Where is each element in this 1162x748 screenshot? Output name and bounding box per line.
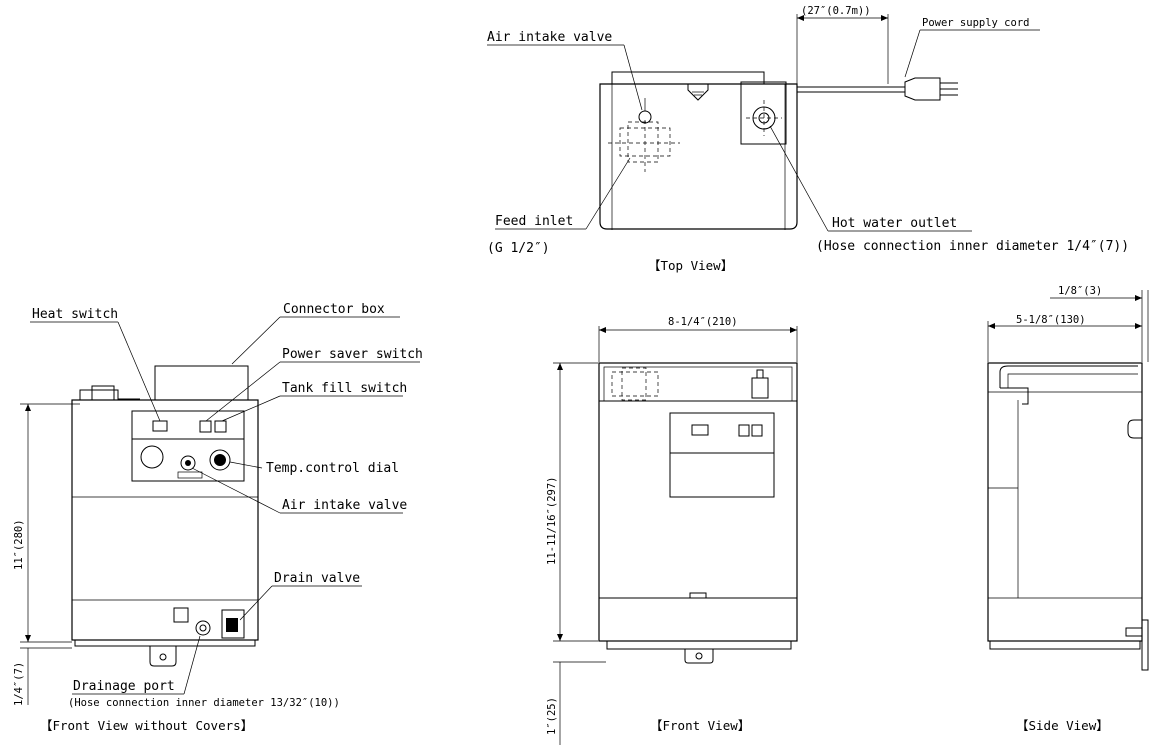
front-bottom-dim: 1″(25) [546,697,558,735]
feed-inlet-size: (G 1/2″) [487,241,550,256]
top-view-caption: 【Top View】 [648,258,733,273]
side-offset-dim: 1/8″(3) [1058,285,1102,297]
top-view-fill-port [687,84,709,101]
hot-water-outlet-box [740,81,787,145]
top-air-intake-valve-label: Air intake valve [487,30,612,45]
side-view: 5-1/8″(130) 1/8″(3) 【Side View】 [987,285,1149,733]
feed-inlet-label: Feed inlet [495,214,573,229]
side-view-caption: 【Side View】 [1016,718,1109,733]
panel-gauge [140,445,164,469]
hot-water-outlet-label: Hot water outlet [832,216,957,231]
control-panel-bottom [131,438,245,482]
top-view: (27″(0.7m)) Power supply cord Air intake… [487,5,1129,273]
front-view-body [598,362,798,642]
temp-control-dial [209,449,231,471]
front-height-dim: 11-11/16″(297) [546,476,558,565]
drain-valve-body [221,609,245,639]
temp-control-dial-label: Temp.control dial [266,461,399,476]
power-plug [904,77,941,101]
tank-fill-switch-rect [214,420,227,433]
air-intake-valve-knob-front [180,455,196,471]
front-feed-inlet-hidden [611,371,659,397]
power-supply-cord-label: Power supply cord [922,17,1029,29]
label-plate [173,607,189,623]
side-view-body [987,362,1143,642]
drainage-port-circle [195,620,211,636]
front-air-intake-valve-label: Air intake valve [282,498,407,513]
heat-switch-label: Heat switch [32,307,118,322]
connector-box-label: Connector box [283,302,385,317]
unit-body-no-covers [71,399,259,641]
cord-length-dim: (27″(0.7m)) [801,5,871,17]
front-no-cover-caption: 【Front View without Covers】 [40,718,253,733]
drain-valve-label: Drain valve [274,571,360,586]
mounting-bracket [149,646,177,667]
side-depth-dim: 5-1/8″(130) [1016,314,1086,326]
front-view-no-covers: 11″(280) 1/4″(7) Connector box Heat swit… [13,302,423,733]
no-cover-height-dim: 11″(280) [13,519,25,570]
top-view-body [599,83,798,230]
drainage-port-label: Drainage port [73,679,175,694]
hot-water-outlet-size: (Hose connection inner diameter 1/4″(7)) [816,239,1129,254]
front-width-dim: 8-1/4″(210) [668,316,738,328]
tank-fill-switch-label: Tank fill switch [282,381,407,396]
drainage-port-size: (Hose connection inner diameter 13/32″(1… [68,697,340,709]
no-cover-bottom-dim: 1/4″(7) [13,662,25,706]
connector-box [154,365,249,401]
front-view: 8-1/4″(210) 11-11/16″(297) 1″(25) 【Front… [546,316,798,745]
front-view-caption: 【Front View】 [650,718,750,733]
power-saver-switch-label: Power saver switch [282,347,423,362]
power-saver-switch-rect [199,420,212,433]
